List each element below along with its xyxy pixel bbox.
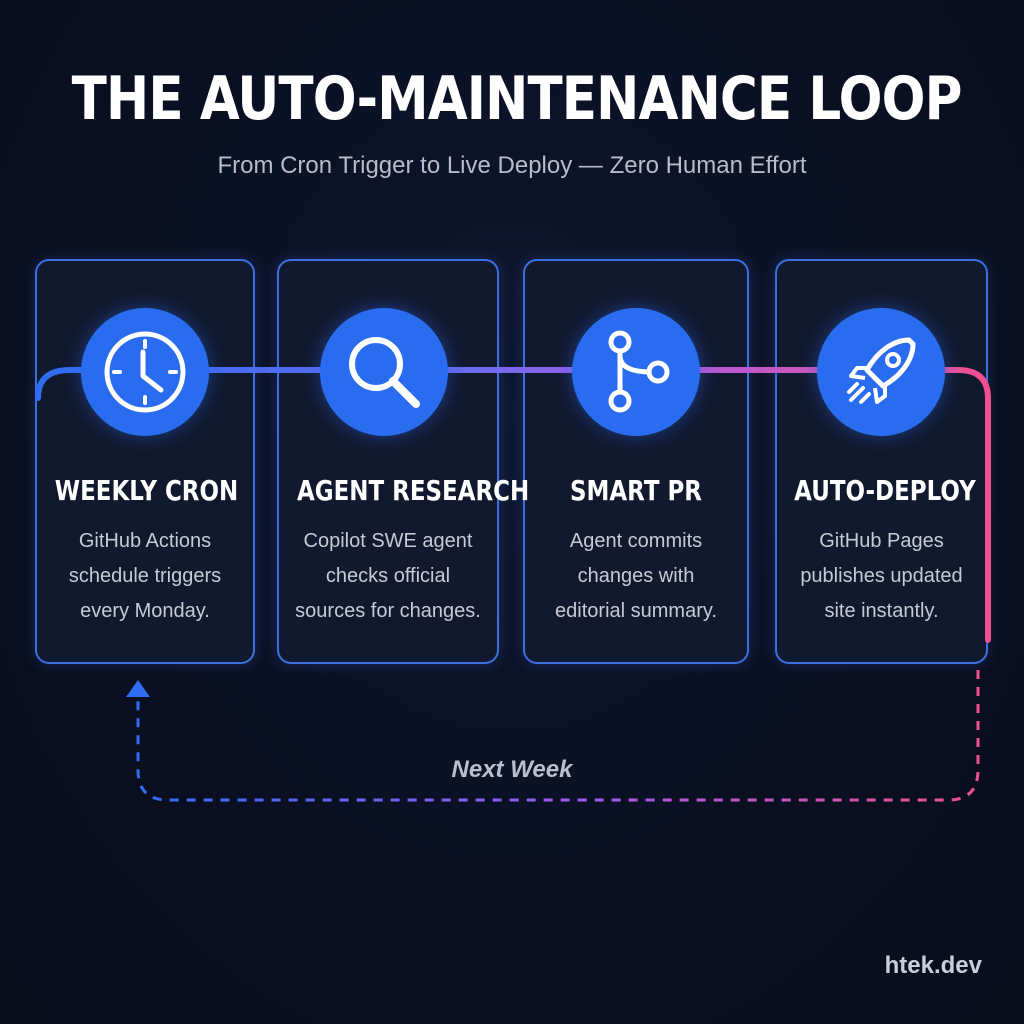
page-subtitle: From Cron Trigger to Live Deploy — Zero … <box>217 152 807 179</box>
step-description-line: GitHub Pages <box>819 530 944 552</box>
step-title: WEEKLY CRON <box>54 474 239 507</box>
step-description: GitHub Pages publishes updated site inst… <box>775 524 988 629</box>
brand-watermark: htek.dev <box>884 952 982 979</box>
page-title: THE AUTO-MAINTENANCE LOOP <box>71 64 963 134</box>
git-branch-icon <box>572 308 700 436</box>
step-description-line: every Monday. <box>80 600 210 622</box>
step-title: SMART PR <box>570 474 702 507</box>
step-title: AUTO-DEPLOY <box>794 474 976 507</box>
step-description-line: checks official <box>325 565 451 587</box>
step-title: AGENT RESEARCH <box>296 474 530 507</box>
search-icon <box>320 308 448 436</box>
loop-arrowhead-icon <box>126 680 150 697</box>
rocket-icon <box>817 308 945 436</box>
step-description: Agent commits changes with editorial sum… <box>523 524 749 629</box>
step-description-line: Copilot SWE agent <box>303 530 473 552</box>
step-description: Copilot SWE agent checks official source… <box>277 524 499 629</box>
step-description-line: changes with <box>577 565 695 587</box>
step-description-line: schedule triggers <box>68 565 222 587</box>
step-description-line: sources for changes. <box>295 600 481 622</box>
step-description: GitHub Actions schedule triggers every M… <box>35 524 255 629</box>
clock-icon <box>81 308 209 436</box>
loop-label: Next Week <box>451 756 573 783</box>
step-description-line: site instantly. <box>824 600 939 622</box>
step-description-line: editorial summary. <box>555 600 717 622</box>
step-description-line: Agent commits <box>569 530 703 552</box>
step-description-line: GitHub Actions <box>78 530 212 552</box>
step-description-line: publishes updated <box>800 565 963 587</box>
